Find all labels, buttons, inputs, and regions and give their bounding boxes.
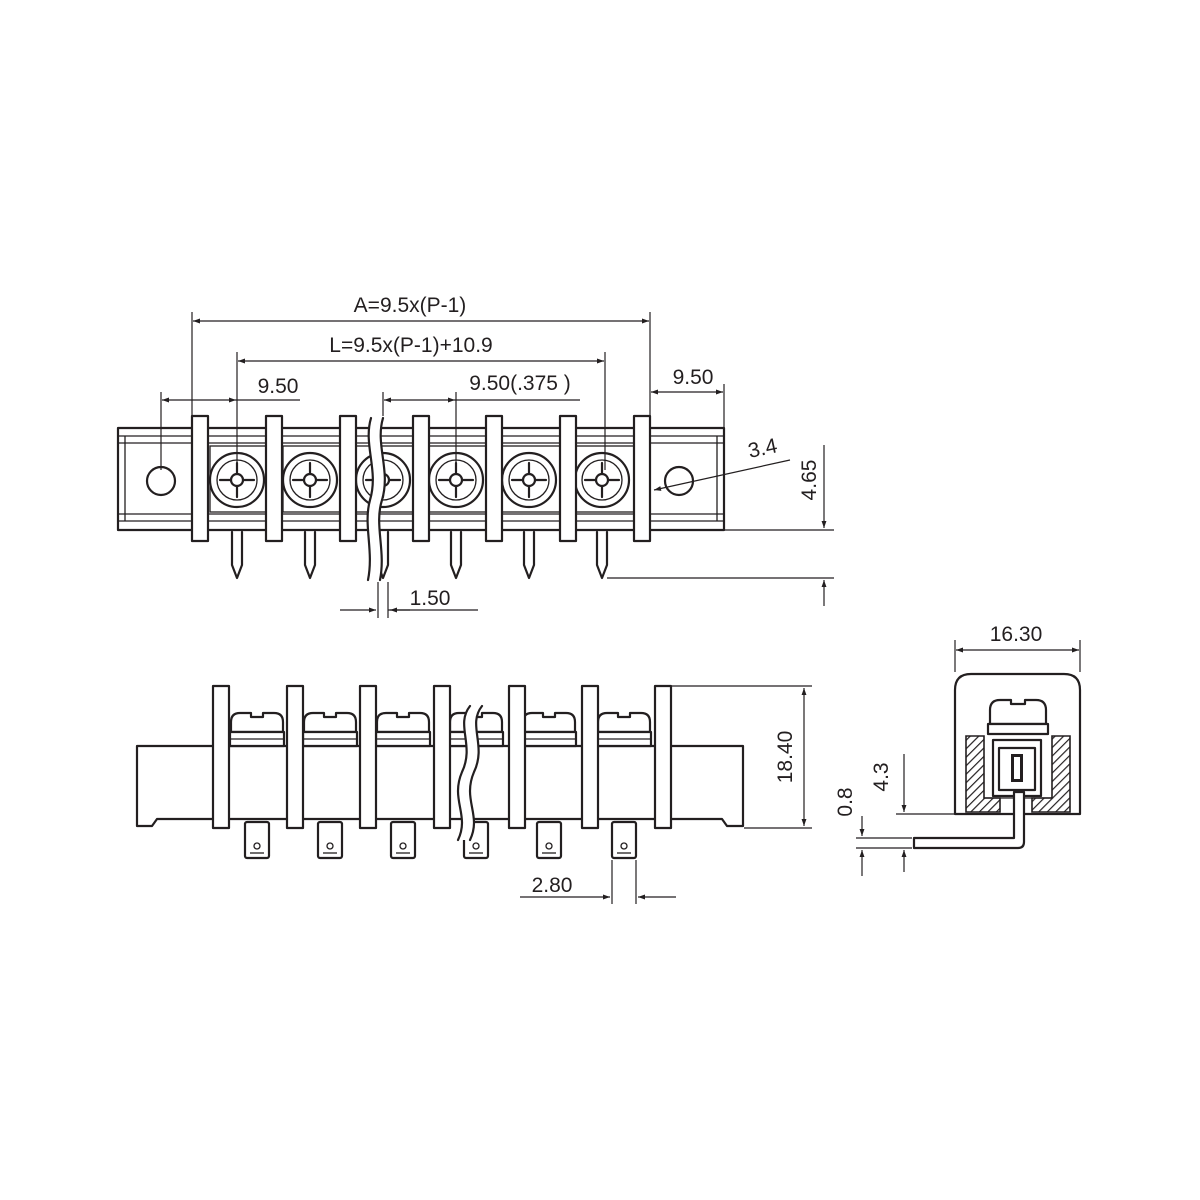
screw-head	[573, 445, 638, 513]
terminal-tab	[389, 820, 417, 860]
terminal-tab	[535, 820, 563, 860]
top-pin	[595, 530, 609, 580]
top-pin	[303, 530, 317, 580]
mounting-hole-left	[145, 465, 177, 497]
dim-text-side-pin-height: 4.3	[870, 762, 893, 791]
dim-text-pitch-right: 9.50	[673, 366, 714, 389]
dim-text-hole: 3.4	[746, 434, 780, 463]
screw-head	[427, 445, 492, 513]
side-screw-head	[988, 698, 1048, 726]
front-barriers	[211, 684, 673, 830]
dim-text-a: A=9.5x(P-1)	[354, 294, 467, 317]
side-housing	[953, 672, 1082, 816]
front-terminals	[243, 820, 638, 860]
barrier	[507, 684, 527, 830]
top-pin	[449, 530, 463, 580]
front-body	[135, 744, 745, 828]
screw-side	[374, 711, 432, 748]
top-pin	[230, 530, 244, 580]
mounting-hole-right	[663, 465, 695, 497]
barrier	[190, 414, 210, 543]
barrier	[211, 684, 231, 830]
screw-side	[301, 711, 359, 748]
dim-text-side-pin-thickness: 0.8	[834, 787, 857, 816]
screw-side	[595, 711, 653, 748]
barrier	[558, 414, 578, 543]
terminal-tab	[243, 820, 271, 860]
top-pin	[522, 530, 536, 580]
dim-text-pin-pitch-front: 2.80	[532, 874, 573, 897]
side-pin	[912, 790, 1026, 850]
dim-text-pin-width: 1.50	[410, 587, 451, 610]
dim-text-l: L=9.5x(P-1)+10.9	[329, 334, 492, 357]
front-dimensions: 18.40 2.80	[520, 685, 812, 904]
barrier	[264, 414, 284, 543]
screw-side	[520, 711, 578, 748]
top-screws	[208, 445, 638, 513]
screw-head	[354, 445, 419, 513]
dim-text-body-height: 18.40	[774, 731, 797, 784]
top-barriers	[190, 414, 652, 543]
dim-text-side-width: 16.30	[990, 623, 1043, 646]
top-dimensions: A=9.5x(P-1) L=9.5x(P-1)+10.9 9.50 9.50(.…	[160, 294, 834, 618]
barrier	[580, 684, 600, 830]
top-view	[116, 414, 726, 582]
barrier	[632, 414, 652, 543]
barrier	[653, 684, 673, 830]
dim-text-pin-length: 4.65	[798, 460, 821, 501]
terminal-tab	[610, 820, 638, 860]
side-view	[912, 672, 1082, 850]
terminal-tab	[316, 820, 344, 860]
barrier	[432, 684, 452, 830]
barrier	[338, 414, 358, 543]
screw-side	[228, 711, 286, 748]
side-dimensions: 16.30 4.3 0.8	[834, 623, 1081, 876]
barrier	[285, 684, 305, 830]
front-view	[135, 684, 745, 860]
barrier	[411, 414, 431, 543]
screw-head	[208, 445, 273, 513]
screw-head	[281, 445, 346, 513]
screw-head	[500, 445, 565, 513]
barrier	[484, 414, 504, 543]
dim-text-pitch-left: 9.50	[258, 375, 299, 398]
dim-text-pitch-inch: 9.50(.375 )	[469, 372, 571, 395]
barrier	[358, 684, 378, 830]
